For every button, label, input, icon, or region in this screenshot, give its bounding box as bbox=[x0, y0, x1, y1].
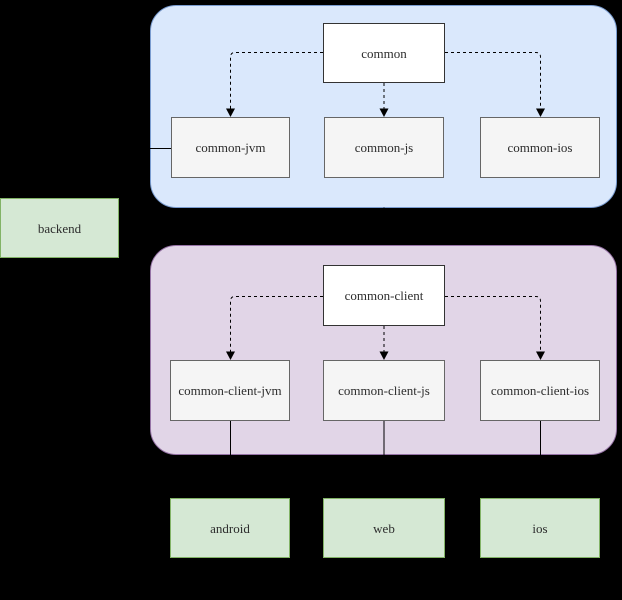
node-web-label: web bbox=[373, 520, 395, 536]
node-common-js: common-js bbox=[324, 117, 444, 178]
node-android: android bbox=[170, 498, 290, 558]
node-common-jvm: common-jvm bbox=[171, 117, 290, 178]
node-common-label: common bbox=[361, 45, 407, 61]
node-common-client-jvm-label: common-client-jvm bbox=[178, 383, 282, 398]
node-common-js-label: common-js bbox=[354, 140, 414, 155]
node-common-client-label: common-client bbox=[344, 288, 424, 303]
node-web: web bbox=[323, 498, 445, 558]
node-common-jvm-label: common-jvm bbox=[195, 140, 266, 155]
node-common-client: common-client bbox=[323, 265, 445, 326]
node-common-client-ios-label: common-client-ios bbox=[490, 383, 590, 398]
node-common: common bbox=[323, 23, 445, 83]
node-common-client-jvm: common-client-jvm bbox=[170, 360, 290, 421]
node-ios-label: ios bbox=[532, 520, 548, 536]
node-common-client-js: common-client-js bbox=[323, 360, 445, 421]
node-common-ios-label: common-ios bbox=[507, 140, 573, 155]
node-common-client-js-label: common-client-js bbox=[338, 383, 430, 398]
node-backend-label: backend bbox=[37, 220, 82, 236]
node-common-client-ios: common-client-ios bbox=[480, 360, 600, 421]
node-common-ios: common-ios bbox=[480, 117, 600, 178]
node-ios: ios bbox=[480, 498, 600, 558]
node-backend: backend bbox=[0, 198, 119, 258]
node-android-label: android bbox=[210, 520, 250, 536]
